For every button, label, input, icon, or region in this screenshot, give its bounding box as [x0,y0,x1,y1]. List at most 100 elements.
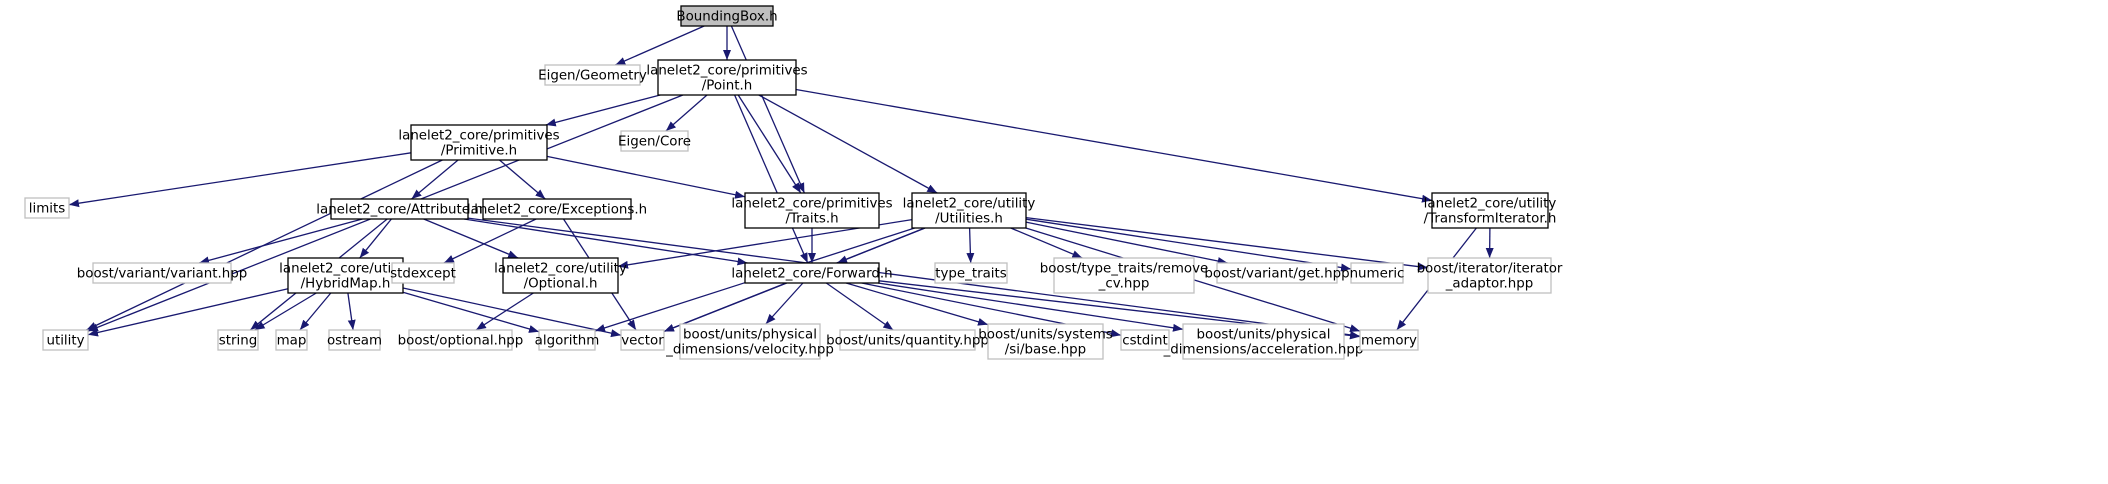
edge-hybridmap-to-utility [87,288,289,337]
edge-line [845,282,989,326]
node-box [24,197,70,219]
edge-line [402,287,622,338]
edge-hybridmap-to-string [254,292,317,331]
node-box [680,5,774,27]
node-exceptions[interactable]: lanelet2_core/Exceptions.h [467,198,647,220]
edge-line [795,88,1433,203]
node-ostream: ostream [327,329,382,351]
node-limits: limits [24,197,70,219]
edge-line [1025,221,1228,265]
node-utilities[interactable]: lanelet2_core/utility/Utilities.h [903,192,1036,229]
edge-exceptions-to-stdexcept [443,218,537,264]
node-cstdint: cstdint [1120,329,1170,351]
node-transform-iterator[interactable]: lanelet2_core/utility/TransformIterator.… [1424,192,1557,229]
node-type-traits: type_traits [934,262,1008,284]
node-label: stdexcept [390,267,456,282]
node-label: boost/type_traits/remove [1040,262,1209,277]
edge-hybridmap-to-vector [402,287,622,338]
node-box [391,262,455,284]
edge-attribute-to-forward [463,218,748,266]
node-iterator-adaptor: boost/iterator/iterator_adaptor.hpp [1417,257,1563,294]
node-variant: boost/variant/variant.hpp [77,262,247,284]
node-label: lanelet2_core/Exceptions.h [467,203,647,218]
edge-attribute-to-hybridmap [359,218,392,259]
node-box [744,262,880,284]
node-bbox[interactable]: BoundingBox.h [676,5,778,27]
node-label: /Point.h [702,79,753,94]
node-attribute[interactable]: lanelet2_core/Attribute.h [316,198,483,220]
node-optional[interactable]: lanelet2_core/utility/Optional.h [494,257,627,294]
node-traits[interactable]: lanelet2_core/primitives/Traits.h [731,192,893,229]
edge-bbox-to-traits [730,25,805,194]
edge-attribute-to-memory [467,217,1361,339]
node-box [679,323,821,360]
edge-point-to-forward [734,94,809,264]
edge-optional-to-boost_optional [475,292,534,331]
edge-line [758,94,938,194]
edge-line [730,25,805,194]
node-box [1182,323,1345,360]
node-label: /Utilities.h [935,212,1003,227]
node-box [987,323,1104,360]
edge-line [411,159,459,200]
edge-primitive-to-limits [68,152,412,208]
node-box [657,59,797,96]
node-label: /HybridMap.h [301,277,391,292]
node-label: Eigen/Geometry [538,69,647,84]
node-label: boost/optional.hpp [398,334,524,349]
edge-forward-to-velocity [765,282,804,325]
node-box [410,124,548,161]
edge-line [423,218,519,259]
node-label: boost/units/physical [683,328,817,343]
node-box [620,130,689,152]
edge-line [443,218,537,264]
node-box [1431,192,1549,229]
node-acceleration: boost/units/physical_dimensions/accelera… [1163,323,1363,360]
edge-utilities-to-type_traits [966,227,975,264]
edge-line [402,291,540,333]
node-box [1216,262,1338,284]
node-point[interactable]: lanelet2_core/primitives/Point.h [646,59,808,96]
node-box [744,192,880,229]
edge-hybridmap-to-algorithm [402,291,540,333]
node-box [42,329,89,351]
node-label: lanelet2_core/primitives [398,129,559,144]
edge-line [546,155,746,199]
edge-primitive-to-traits [546,155,746,199]
node-label: lanelet2_core/Attribute.h [316,203,482,218]
node-forward[interactable]: lanelet2_core/Forward.h [731,262,893,284]
node-label: boost/variant/get.hpp [1204,267,1349,282]
node-box [538,329,596,351]
node-hybridmap[interactable]: lanelet2_core/utility/HybridMap.h [279,257,412,294]
node-label: lanelet2_core/utility [494,262,627,277]
node-label: algorithm [535,334,600,349]
node-label: map [277,334,307,349]
edge-line [198,218,363,265]
node-label: /Optional.h [524,277,598,292]
node-box [287,257,404,294]
node-label: numeric [1350,267,1405,282]
node-label: boost/variant/variant.hpp [77,267,247,282]
node-box [328,329,381,351]
edge-utilities-to-variant_get [1025,221,1228,265]
node-primitive[interactable]: lanelet2_core/primitives/Primitive.h [398,124,560,161]
node-label: boost/units/quantity.hpp [826,334,989,349]
edge-line [615,25,705,66]
edge-line [545,94,661,127]
node-remove-cv: boost/type_traits/remove_cv.hpp [1040,257,1209,294]
edge-line [665,94,708,132]
node-label: cstdint [1122,334,1168,349]
edge-line [359,218,392,259]
node-velocity: boost/units/physical_dimensions/velocity… [665,323,834,360]
node-label: /TransformIterator.h [1424,212,1557,227]
node-box [1350,262,1404,284]
node-box [620,329,665,351]
node-label: boost/units/systems [978,328,1112,343]
edge-line [467,217,1361,339]
edge-line [1025,216,1429,271]
node-algorithm: algorithm [535,329,600,351]
edge-forward-to-quantity [825,282,894,331]
node-vector: vector [620,329,665,351]
node-eigen-core: Eigen/Core [618,130,691,152]
